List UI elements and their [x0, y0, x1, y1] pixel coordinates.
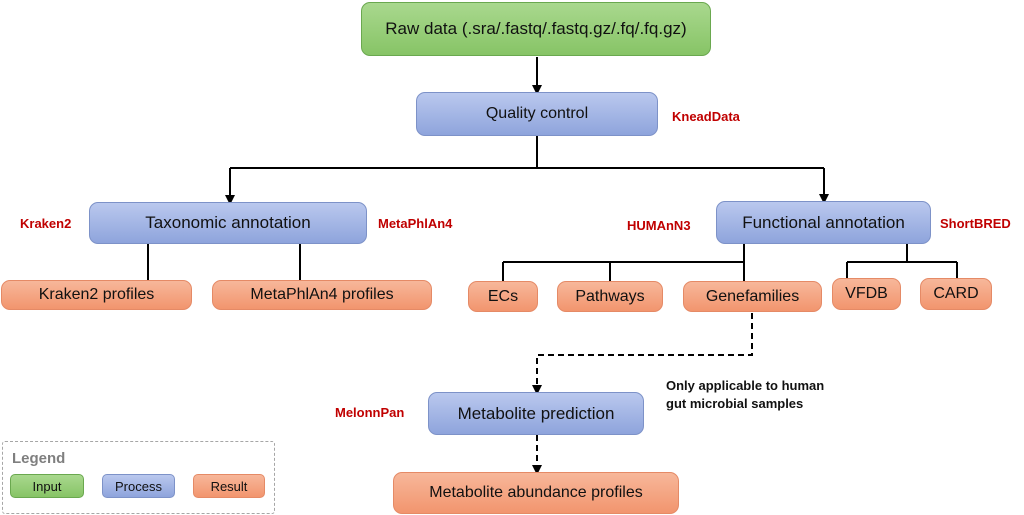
functional-annotation-node: Functional annotation: [716, 201, 931, 244]
metabolite-prediction-label: Metabolite prediction: [457, 403, 615, 423]
legend: Legend Input Process Result: [2, 441, 275, 514]
kraken2-profiles-node: Kraken2 profiles: [1, 280, 192, 310]
taxonomic-annotation-label: Taxonomic annotation: [145, 213, 311, 232]
metabolite-prediction-node: Metabolite prediction: [428, 392, 644, 435]
legend-process-swatch: Process: [102, 474, 175, 498]
ecs-label: ECs: [487, 287, 519, 305]
metaphlan4-profiles-label: MetaPhlAn4 profiles: [250, 286, 394, 303]
tool-label-metaphlan4: MetaPhlAn4: [378, 216, 453, 231]
quality-control-label: Quality control: [485, 105, 589, 122]
taxonomic-annotation-node: Taxonomic annotation: [89, 202, 367, 244]
raw-data-node: Raw data (.sra/.fastq/.fastq.gz/.fq/.fq.…: [361, 2, 711, 56]
tool-label-kneaddata: KneadData: [672, 109, 740, 124]
legend-result-label: Result: [210, 478, 248, 494]
legend-process-label: Process: [115, 478, 162, 494]
card-label: CARD: [933, 285, 979, 302]
raw-data-label: Raw data (.sra/.fastq/.fastq.gz/.fq/.fq.…: [385, 19, 687, 38]
ecs-node: ECs: [468, 281, 538, 312]
metabolite-abundance-profiles-label: Metabolite abundance profiles: [429, 484, 643, 501]
applicability-note-line1: Only applicable to human: [666, 378, 825, 393]
card-node: CARD: [920, 278, 992, 310]
kraken2-profiles-label: Kraken2 profiles: [38, 286, 155, 303]
tool-label-humann3: HUMAnN3: [627, 218, 691, 233]
vfdb-node: VFDB: [832, 278, 901, 310]
legend-result-swatch: Result: [193, 474, 265, 498]
legend-input-swatch: Input: [10, 474, 84, 498]
vfdb-label: VFDB: [845, 285, 888, 302]
functional-annotation-label: Functional annotation: [742, 212, 905, 232]
pathways-node: Pathways: [557, 281, 663, 312]
quality-control-node: Quality control: [416, 92, 658, 136]
legend-title: Legend: [12, 450, 66, 467]
metabolite-abundance-profiles-node: Metabolite abundance profiles: [393, 472, 679, 514]
genefamilies-node: Genefamilies: [683, 281, 822, 312]
dashed-arrow-to-metabolite-prediction: [532, 313, 753, 395]
applicability-note-line2: gut microbial samples: [666, 396, 804, 411]
tool-label-shortbred: ShortBRED: [940, 216, 1011, 231]
pathways-label: Pathways: [575, 287, 645, 305]
metaphlan4-profiles-node: MetaPhlAn4 profiles: [212, 280, 432, 310]
tool-label-kraken2: Kraken2: [20, 216, 72, 231]
tool-label-melonnpan: MelonnPan: [335, 405, 405, 420]
legend-input-label: Input: [32, 478, 62, 494]
applicability-note: Only applicable to human gut microbial s…: [666, 377, 824, 413]
genefamilies-label: Genefamilies: [705, 287, 800, 305]
